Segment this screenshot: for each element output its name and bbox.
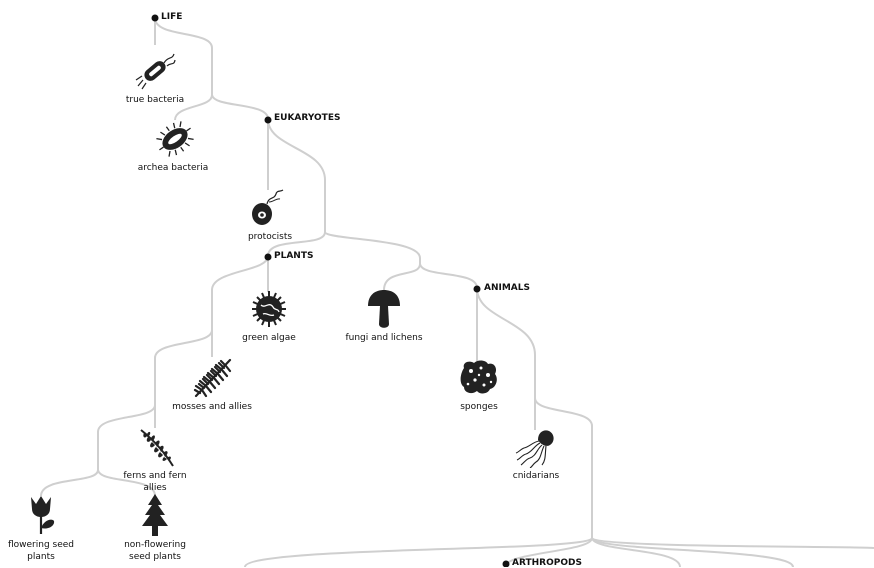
algae-icon bbox=[252, 291, 286, 327]
leaf-label-flowering: flowering seed plants bbox=[0, 539, 82, 563]
leaf-label-ferns-line-1: ferns and fern bbox=[123, 471, 187, 481]
flower-icon bbox=[31, 496, 55, 534]
leaf-label-flowering-line-2: plants bbox=[27, 552, 55, 562]
edge-split-eukaryotes bbox=[211, 94, 269, 120]
leaf-label-protocists: protocists bbox=[247, 232, 293, 242]
edge-fungi bbox=[383, 263, 421, 291]
node-dot-animals bbox=[473, 285, 481, 293]
edge-animals bbox=[419, 263, 478, 289]
edge-split-archaea bbox=[174, 94, 213, 121]
leaf-label-true-bacteria: true bacteria bbox=[125, 95, 185, 105]
archaea-icon bbox=[156, 121, 194, 157]
leaf-label-sponges: sponges bbox=[460, 402, 498, 412]
leaf-label-cnidarians: cnidarians bbox=[512, 471, 560, 481]
edge-life-trunk bbox=[154, 17, 213, 95]
edge-eukaryotes-trunk bbox=[267, 118, 326, 232]
edge-flowering bbox=[40, 469, 99, 497]
leaf-label-ferns: ferns and fern allies bbox=[105, 470, 205, 494]
mushroom-icon bbox=[368, 290, 400, 328]
leaf-label-non-flowering-line-1: non-flowering bbox=[124, 540, 186, 550]
leaf-label-fungi-lichens: fungi and lichens bbox=[345, 333, 423, 343]
node-dot-life bbox=[151, 14, 159, 22]
edge-seed-trunk bbox=[97, 404, 156, 470]
edge-non-flowering bbox=[97, 469, 156, 497]
leaf-label-flowering-line-1: flowering seed bbox=[7, 540, 75, 550]
leaf-label-non-flowering-line-2: seed plants bbox=[129, 552, 181, 562]
protist-icon bbox=[252, 189, 284, 225]
leaf-label-archea-bacteria: archea bacteria bbox=[137, 163, 209, 173]
conifer-tree-icon bbox=[142, 494, 168, 536]
edge-bottom-1 bbox=[244, 537, 593, 567]
bacterium-icon bbox=[135, 53, 176, 90]
leaf-label-mosses: mosses and allies bbox=[172, 402, 252, 412]
leaf-label-green-algae: green algae bbox=[242, 333, 296, 343]
edge-plants-trunk bbox=[211, 255, 269, 330]
node-dot-arthropods bbox=[502, 560, 510, 567]
node-dot-plants bbox=[264, 253, 272, 261]
edge-animals-lower bbox=[534, 397, 593, 538]
clade-label-arthropods: ARTHROPODS bbox=[512, 558, 582, 568]
edge-bottom-4 bbox=[591, 537, 794, 567]
leaf-label-ferns-line-2: allies bbox=[143, 483, 167, 493]
clade-label-animals: ANIMALS bbox=[484, 283, 530, 293]
jellyfish-icon bbox=[515, 430, 554, 468]
edge-plants-lower bbox=[154, 329, 213, 405]
fern-icon bbox=[140, 429, 174, 467]
moss-icon bbox=[193, 358, 232, 398]
sponge-icon bbox=[460, 360, 497, 394]
edge-split-plants bbox=[267, 231, 326, 257]
clade-label-life: LIFE bbox=[161, 12, 183, 22]
clade-label-eukaryotes: EUKARYOTES bbox=[274, 113, 341, 123]
leaf-label-non-flowering: non-flowering seed plants bbox=[105, 539, 205, 563]
edge-split-fungi-animals bbox=[324, 231, 421, 264]
edge-bottom-5 bbox=[591, 537, 874, 549]
clade-label-plants: PLANTS bbox=[274, 251, 314, 261]
edge-animals-trunk bbox=[476, 287, 536, 398]
node-dot-eukaryotes bbox=[264, 116, 272, 124]
edge-bottom-3 bbox=[591, 537, 681, 567]
